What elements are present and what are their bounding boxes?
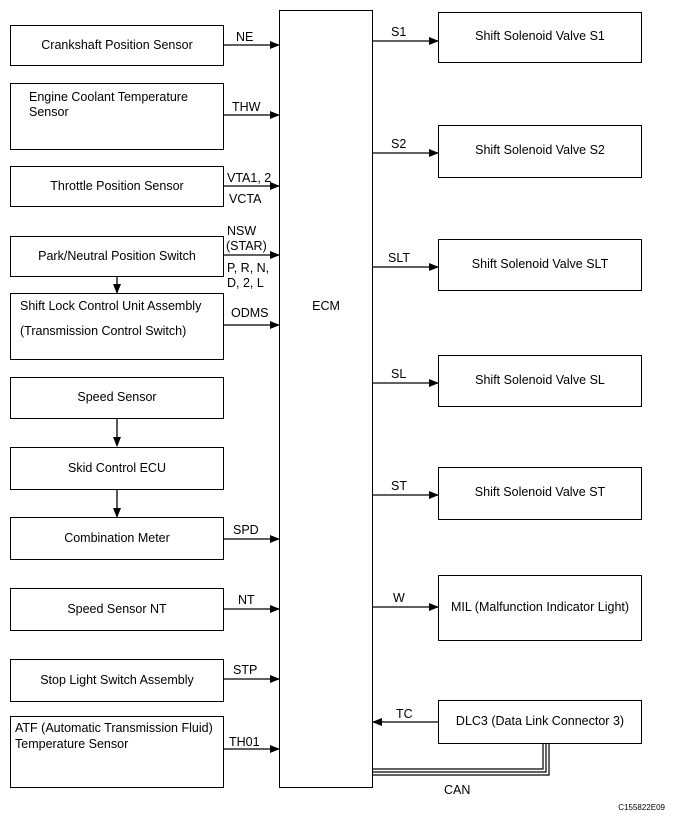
figure-code: C155822E09 bbox=[618, 803, 665, 812]
ecm-label: ECM bbox=[312, 299, 340, 313]
skid-label: Skid Control ECU bbox=[68, 461, 166, 475]
signal-nt: NT bbox=[238, 593, 255, 607]
slt-label: Shift Solenoid Valve SLT bbox=[471, 257, 609, 271]
signal-spd: SPD bbox=[233, 523, 259, 537]
can-bus bbox=[373, 744, 550, 776]
sl-label: Shift Solenoid Valve SL bbox=[475, 373, 605, 387]
ecm-box: ECM bbox=[279, 10, 373, 788]
atf-label-line1: ATF (Automatic Transmission Fluid) bbox=[15, 721, 213, 735]
dlc3-label: DLC3 (Data Link Connector 3) bbox=[455, 714, 625, 728]
shift-solenoid-st-box: Shift Solenoid Valve ST bbox=[438, 467, 642, 520]
speed-sensor-label: Speed Sensor bbox=[77, 390, 157, 404]
shift-solenoid-s1-box: Shift Solenoid Valve S1 bbox=[438, 12, 642, 63]
signal-vcta: VCTA bbox=[229, 192, 262, 206]
shiftlock-label-line2: (Transmission Control Switch) bbox=[20, 324, 187, 338]
atf-label-line2: Temperature Sensor bbox=[15, 737, 129, 751]
coolant-label-line2: Sensor bbox=[29, 105, 69, 119]
throttle-position-sensor-box: Throttle Position Sensor bbox=[10, 166, 224, 207]
signal-w: W bbox=[393, 591, 405, 605]
signal-thw: THW bbox=[232, 100, 261, 114]
signal-prn: P, R, N, bbox=[227, 261, 270, 275]
shift-solenoid-slt-box: Shift Solenoid Valve SLT bbox=[438, 239, 642, 291]
signal-slt: SLT bbox=[388, 251, 410, 265]
stop-light-switch-box: Stop Light Switch Assembly bbox=[10, 659, 224, 702]
signal-th01: TH01 bbox=[229, 735, 260, 749]
s1-label: Shift Solenoid Valve S1 bbox=[475, 29, 605, 43]
combination-label: Combination Meter bbox=[64, 531, 170, 545]
shift-solenoid-sl-box: Shift Solenoid Valve SL bbox=[438, 355, 642, 407]
signal-star: (STAR) bbox=[226, 239, 267, 253]
crankshaft-label: Crankshaft Position Sensor bbox=[41, 38, 193, 52]
atf-temperature-sensor-box: ATF (Automatic Transmission Fluid) Tempe… bbox=[10, 716, 224, 788]
shift-lock-control-unit-box: Shift Lock Control Unit Assembly (Transm… bbox=[10, 293, 224, 360]
signal-stp: STP bbox=[233, 663, 258, 677]
mil-box: MIL (Malfunction Indicator Light) bbox=[438, 575, 642, 641]
signal-s1: S1 bbox=[391, 25, 407, 39]
signal-s2: S2 bbox=[391, 137, 407, 151]
st-label: Shift Solenoid Valve ST bbox=[474, 485, 606, 499]
signal-tc: TC bbox=[396, 707, 413, 721]
signal-nsw: NSW bbox=[227, 224, 257, 238]
speed-nt-label: Speed Sensor NT bbox=[67, 602, 167, 616]
shiftlock-label-line1: Shift Lock Control Unit Assembly bbox=[20, 299, 202, 313]
stop-light-label: Stop Light Switch Assembly bbox=[40, 673, 194, 687]
speed-sensor-box: Speed Sensor bbox=[10, 377, 224, 419]
throttle-label: Throttle Position Sensor bbox=[50, 179, 184, 193]
signal-ne: NE bbox=[236, 30, 254, 44]
signal-can: CAN bbox=[444, 783, 471, 797]
skid-control-ecu-box: Skid Control ECU bbox=[10, 447, 224, 490]
coolant-label-line1: Engine Coolant Temperature bbox=[29, 90, 188, 104]
pnp-label: Park/Neutral Position Switch bbox=[38, 249, 196, 263]
signal-sl: SL bbox=[391, 367, 407, 381]
signal-st: ST bbox=[391, 479, 407, 493]
crankshaft-position-sensor-box: Crankshaft Position Sensor bbox=[10, 25, 224, 66]
shift-solenoid-s2-box: Shift Solenoid Valve S2 bbox=[438, 125, 642, 178]
mil-label: MIL (Malfunction Indicator Light) bbox=[450, 600, 630, 614]
speed-sensor-nt-box: Speed Sensor NT bbox=[10, 588, 224, 631]
dlc3-box: DLC3 (Data Link Connector 3) bbox=[438, 700, 642, 744]
s2-label: Shift Solenoid Valve S2 bbox=[475, 143, 605, 157]
signal-vta: VTA1, 2 bbox=[227, 171, 272, 185]
combination-meter-box: Combination Meter bbox=[10, 517, 224, 560]
signal-odms: ODMS bbox=[231, 306, 269, 320]
park-neutral-position-switch-box: Park/Neutral Position Switch bbox=[10, 236, 224, 277]
engine-coolant-temperature-sensor-box: Engine Coolant Temperature Sensor bbox=[10, 83, 224, 150]
signal-d2l: D, 2, L bbox=[227, 276, 264, 290]
